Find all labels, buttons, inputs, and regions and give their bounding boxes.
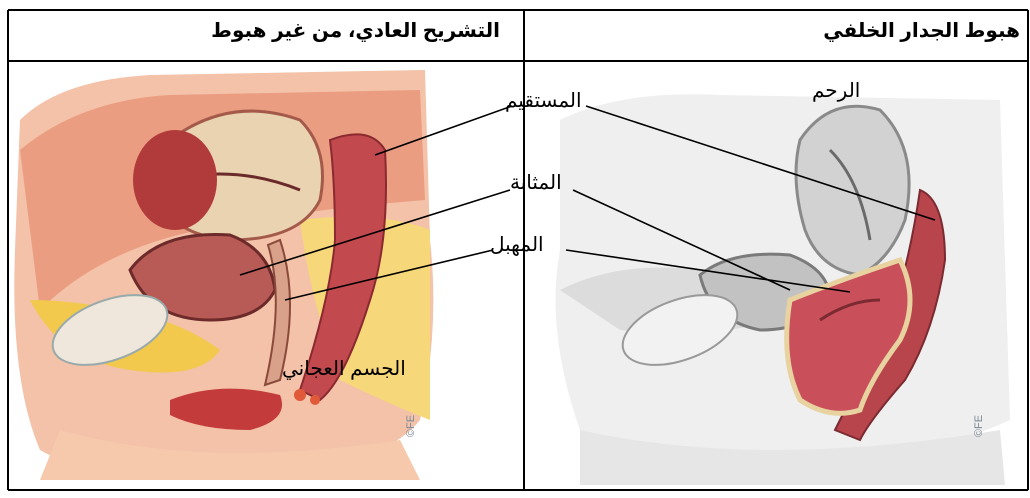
header-posterior-wall-prolapse: هبوط الجدار الخلفي (823, 18, 1020, 43)
prolapse-anatomy-illustration (556, 94, 1011, 485)
normal-anatomy-illustration (14, 70, 433, 480)
label-vagina: المهبل (490, 232, 544, 257)
header-normal-anatomy: التشريح العادي، من غير هبوط (211, 18, 500, 43)
label-uterus: الرحم (812, 78, 860, 103)
copyright-mark-left: ©FE (405, 415, 417, 437)
label-rectum: المستقيم (505, 88, 582, 113)
label-bladder: المثانة (510, 170, 562, 195)
copyright-mark-right: ©FE (973, 415, 985, 437)
label-perineal-body: الجسم العجاني (282, 356, 406, 381)
